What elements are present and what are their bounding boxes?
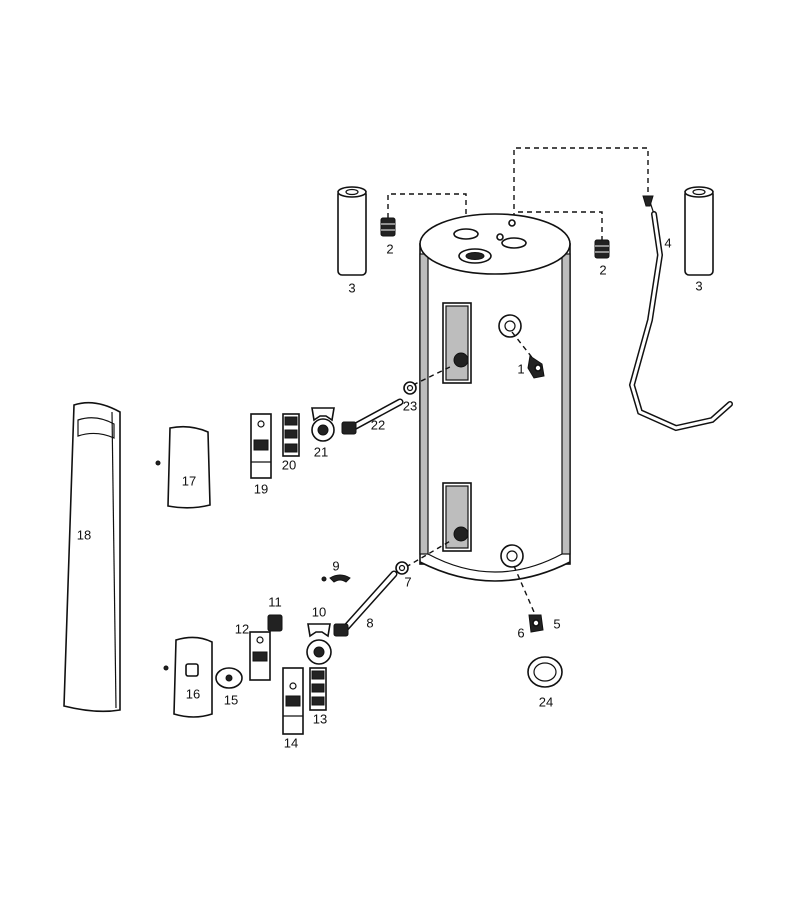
callout-19: 19 [254, 481, 268, 496]
callout-3: 3 [348, 280, 355, 295]
plug [215, 667, 243, 689]
callout-13: 13 [313, 711, 327, 726]
anode-rod-left [337, 186, 367, 276]
upper-access-cover [155, 425, 211, 509]
callout-6: 6 [517, 625, 524, 640]
tank [419, 213, 571, 582]
callout-21: 21 [314, 444, 328, 459]
lower-thermostat [267, 614, 283, 632]
bottom-cover [527, 656, 563, 688]
callout-15: 15 [224, 692, 238, 707]
drain-valve [513, 565, 544, 633]
nipple-left [380, 217, 396, 237]
callout-10: 10 [312, 604, 326, 619]
callout-2: 2 [386, 241, 393, 256]
callout-20: 20 [282, 457, 296, 472]
lower-thermostat-2 [309, 667, 327, 711]
lower-access-cover [163, 636, 213, 718]
callout-3: 3 [695, 278, 702, 293]
upper-insulation [250, 413, 272, 479]
callout-5: 5 [553, 616, 560, 631]
callout-7: 7 [404, 574, 411, 589]
upper-thermostat-bracket [311, 407, 335, 442]
callout-8: 8 [366, 615, 373, 630]
nipple-right [594, 239, 610, 259]
lower-element [333, 539, 453, 637]
lower-insulation [249, 631, 271, 681]
callout-18: 18 [77, 527, 91, 542]
lower-insulation-2 [282, 667, 304, 735]
callout-16: 16 [186, 686, 200, 701]
dip-tube [628, 195, 733, 432]
callout-9: 9 [332, 558, 339, 573]
callout-labels: 1 2 2 3 3 4 5 6 7 8 9 10 11 12 13 14 15 … [77, 235, 703, 750]
callout-4: 4 [664, 235, 671, 250]
callout-14: 14 [284, 735, 298, 750]
connector-lines [387, 147, 649, 240]
upper-element [341, 365, 453, 435]
callout-22: 22 [371, 417, 385, 432]
callout-17: 17 [182, 473, 196, 488]
callout-23: 23 [403, 398, 417, 413]
anode-rod-right [684, 186, 714, 276]
relief-valve [511, 331, 545, 379]
clip [321, 574, 351, 583]
callout-11: 11 [268, 594, 282, 609]
callout-24: 24 [539, 694, 553, 709]
upper-thermostat [282, 413, 300, 457]
jacket-panel [63, 401, 121, 713]
lower-thermostat-bracket [306, 623, 332, 665]
callout-1: 1 [517, 361, 524, 376]
callout-12: 12 [235, 621, 249, 636]
callout-2: 2 [599, 262, 606, 277]
